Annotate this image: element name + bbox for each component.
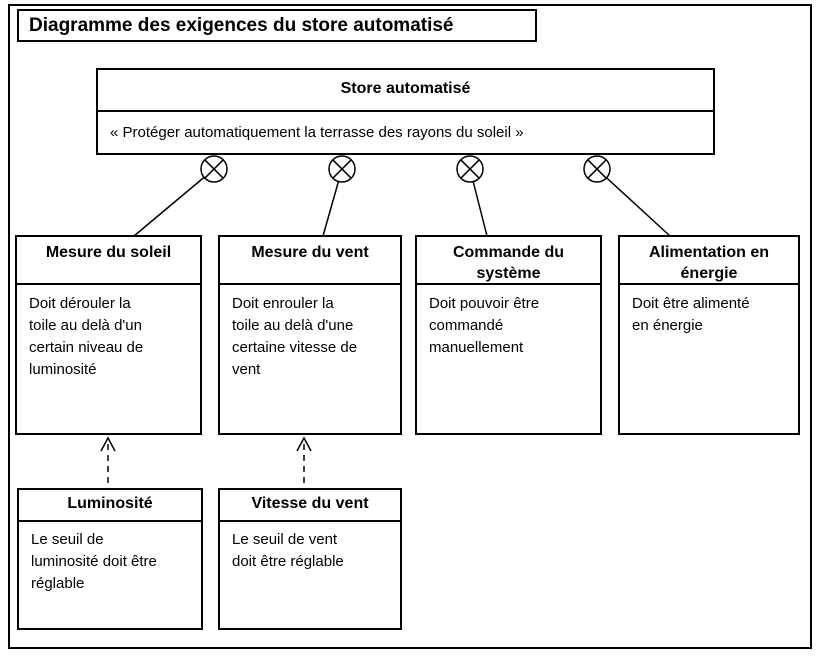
- requirement-box-alimentation-en-energie: Alimentation en énergie Doit être alimen…: [618, 235, 800, 435]
- requirement-text: Doit pouvoir être commandé manuellement: [429, 295, 540, 356]
- requirement-title: Mesure du soleil: [17, 237, 200, 285]
- requirement-title: Commande du système: [417, 237, 600, 285]
- diagram-frame: [8, 4, 812, 649]
- requirement-box-mesure-du-soleil: Mesure du soleil Doit dérouler la toile …: [15, 235, 202, 435]
- requirement-box-mesure-du-vent: Mesure du vent Doit enrouler la toile au…: [218, 235, 402, 435]
- requirement-title: Alimentation en énergie: [620, 237, 798, 285]
- subrequirement-text: Le seuil de luminosité doit être réglabl…: [31, 531, 157, 592]
- requirement-box-commande-du-systeme: Commande du système Doit pouvoir être co…: [415, 235, 602, 435]
- diagram-title-box: Diagramme des exigences du store automat…: [17, 9, 537, 42]
- subrequirement-text: Le seuil de vent doit être réglable: [232, 531, 344, 570]
- subrequirement-title: Vitesse du vent: [220, 490, 400, 522]
- root-requirement-box: Store automatisé « Protéger automatiquem…: [96, 68, 715, 155]
- requirement-text: Doit être alimenté en énergie: [632, 295, 750, 334]
- subrequirement-title: Luminosité: [19, 490, 201, 522]
- subrequirement-box-vitesse-du-vent: Vitesse du vent Le seuil de vent doit êt…: [218, 488, 402, 630]
- requirement-title: Mesure du vent: [220, 237, 400, 285]
- diagram-title: Diagramme des exigences du store automat…: [29, 14, 454, 36]
- root-requirement-text: « Protéger automatiquement la terrasse d…: [110, 124, 524, 141]
- subrequirement-box-luminosite: Luminosité Le seuil de luminosité doit ê…: [17, 488, 203, 630]
- requirement-text: Doit dérouler la toile au delà d'un cert…: [29, 295, 144, 378]
- root-requirement-title: Store automatisé: [98, 70, 713, 112]
- requirement-text: Doit enrouler la toile au delà d'une cer…: [232, 295, 358, 378]
